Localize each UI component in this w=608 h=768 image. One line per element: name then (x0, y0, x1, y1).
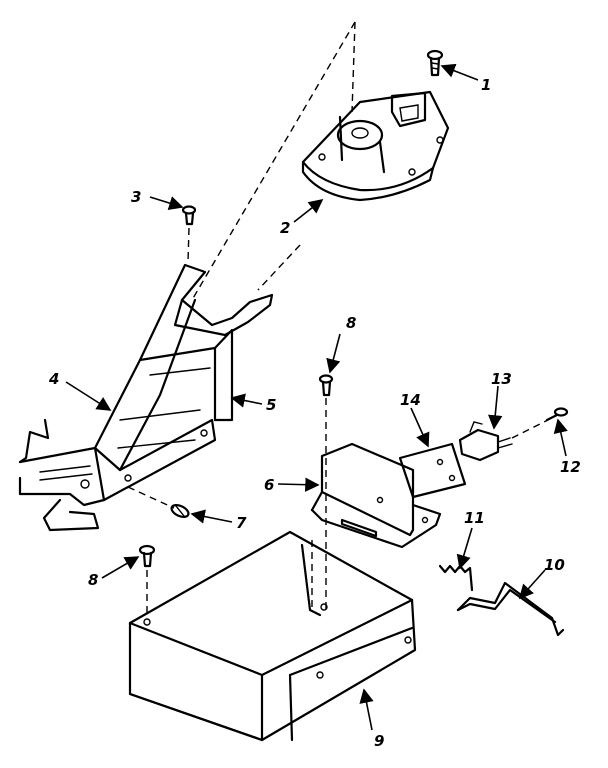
callout-8-upper: 8 (346, 314, 356, 332)
callout-3: 3 (131, 188, 141, 206)
callout-8-lower: 8 (88, 571, 98, 589)
screw-part-12 (545, 407, 569, 422)
callout-4: 4 (48, 370, 59, 388)
callout-5: 5 (266, 396, 276, 414)
insulator-part-14 (398, 442, 467, 499)
tray-part-9 (128, 530, 417, 742)
assembly-guide-lines (127, 21, 549, 618)
screw-part-3 (181, 205, 197, 226)
screw-part-7 (170, 503, 190, 519)
switch-part-13 (458, 421, 513, 462)
callout-labels: 1 2 3 4 5 6 7 8 8 9 10 11 12 13 14 (48, 76, 581, 750)
timer-motor-part-2 (301, 90, 450, 202)
screw-part-8-lower (138, 544, 156, 568)
leader-lines (65, 63, 568, 731)
bracket-part-4-5 (18, 263, 274, 532)
mounting-plate-part-6 (310, 442, 442, 549)
screw-part-1 (426, 49, 444, 77)
callout-6: 6 (264, 476, 274, 494)
screw-part-8-upper (318, 374, 334, 397)
callout-14: 14 (400, 391, 421, 409)
callout-2: 2 (280, 219, 290, 237)
lever-rod-part-10 (456, 581, 565, 637)
callout-12: 12 (560, 458, 581, 476)
callout-9: 9 (374, 732, 384, 750)
spring-part-11 (438, 564, 474, 592)
callout-13: 13 (491, 370, 512, 388)
callout-1: 1 (481, 76, 491, 94)
callout-10: 10 (544, 556, 565, 574)
callout-7: 7 (236, 514, 247, 532)
callout-11: 11 (464, 509, 485, 527)
